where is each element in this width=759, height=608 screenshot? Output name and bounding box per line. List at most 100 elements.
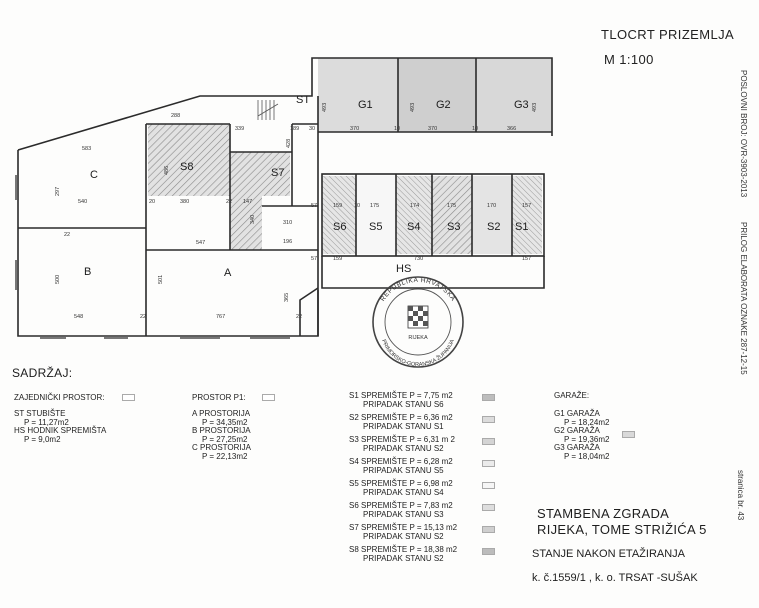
room-g2-label: G2 (436, 99, 451, 111)
stamp-top-text: REPUBLIKA HRVATSKA (379, 277, 456, 303)
legend-p1-line: P = 34,35m2 (202, 417, 248, 427)
drawing-title: TLOCRT PRIZEMLJA (601, 27, 735, 42)
dim-22a: 22 (226, 199, 232, 205)
legend-storage-swatch (482, 438, 495, 445)
dim-147: 147 (243, 199, 252, 205)
building-state: STANJE NAKON ETAŽIRANJA (532, 548, 686, 560)
s8-fill (148, 124, 230, 196)
dim-22b: 22 (64, 232, 70, 238)
room-g1-label: G1 (358, 99, 373, 111)
storage-fills (148, 124, 542, 254)
dim-175a: 175 (370, 203, 379, 209)
building-title: STAMBENA ZGRADA (537, 506, 670, 521)
cadastral-parcel: k. č.1559/1 , k. o. TRSAT -SUŠAK (532, 572, 698, 584)
dim-583: 583 (82, 146, 91, 152)
s4-fill (396, 176, 432, 254)
legend-common-line: ST STUBIŠTE (14, 409, 66, 418)
dim-159a: 159 (333, 203, 342, 209)
room-a-label: A (224, 267, 232, 279)
legend-garage-line: P = 18,24m2 (564, 417, 610, 427)
room-st-label: ST (296, 94, 310, 106)
dim-170: 170 (487, 203, 496, 209)
dim-500: 500 (55, 275, 61, 284)
room-s6-label: S6 (333, 221, 346, 233)
s5-fill (356, 176, 396, 254)
dim-730: 730 (414, 256, 423, 262)
dim-175b: 175 (447, 203, 456, 209)
legend-common-line: HS HODNIK SPREMIŠTA (14, 426, 107, 435)
dim-10c: 10 (354, 203, 360, 209)
dim-493a: 493 (322, 103, 328, 112)
s7-lower-fill (230, 196, 262, 250)
legend-p1-swatch (262, 394, 275, 401)
legend-p1-line: P = 27,25m2 (202, 434, 248, 444)
legend-garages-lines: G1 GARAŽA P = 18,24m2 G2 GARAŽA P = 19,3… (554, 409, 610, 461)
room-s3-label: S3 (447, 221, 460, 233)
legend-p1-label: PROSTOR P1: (192, 393, 246, 402)
garage-g1-fill (318, 58, 398, 132)
legend-p1-line: B PROSTORIJA (192, 426, 251, 435)
official-stamp: REPUBLIKA HRVATSKA PRIMORSKO-GORANSKA ŽU… (372, 276, 464, 369)
dim-196: 196 (283, 239, 292, 245)
legend-garage-line: P = 19,36m2 (564, 434, 610, 444)
legend-p1-line: A PROSTORIJA (192, 409, 251, 418)
legend-p1-line: C PROSTORIJA (192, 443, 251, 452)
legend-storage-swatch (482, 394, 495, 401)
legend-p1-lines: A PROSTORIJA P = 34,35m2 B PROSTORIJA P … (192, 409, 251, 461)
legend-storage-swatch (482, 504, 495, 511)
drawing-scale: M 1:100 (604, 52, 654, 67)
dim-366: 366 (507, 126, 516, 132)
room-s4-label: S4 (407, 221, 420, 233)
room-s7-label: S7 (271, 167, 284, 179)
legend-title: SADRŽAJ: (12, 366, 73, 380)
room-b-label: B (84, 266, 91, 278)
garages-area (318, 58, 552, 132)
dim-493c: 493 (532, 103, 538, 112)
garage-g2-fill (398, 58, 476, 132)
room-c-label: C (90, 169, 98, 181)
room-s1-label: S1 (515, 221, 528, 233)
dim-10a: 10 (394, 126, 400, 132)
dim-189: 189 (290, 126, 299, 132)
walls (17, 57, 553, 337)
legend-common-swatch (122, 394, 135, 401)
s7-fill (230, 152, 290, 196)
dim-501: 501 (158, 275, 164, 284)
dim-22c: 22 (140, 314, 146, 320)
s6-fill (322, 176, 356, 254)
legend-garage-line: P = 18,04m2 (564, 451, 610, 461)
dim-30: 30 (309, 126, 315, 132)
building-address: RIJEKA, TOME STRIŽIĆA 5 (537, 522, 707, 537)
dim-547: 547 (196, 240, 205, 246)
legend-common-line: P = 11,27m2 (24, 417, 69, 427)
legend-storage-swatch (482, 526, 495, 533)
dim-157b: 157 (522, 256, 531, 262)
legend-storage-swatch (482, 482, 495, 489)
dim-767: 767 (216, 314, 225, 320)
svg-text:REPUBLIKA HRVATSKA: REPUBLIKA HRVATSKA (379, 277, 456, 303)
dim-157a: 157 (522, 203, 531, 209)
dim-57b: 57 (311, 256, 317, 262)
room-g3-label: G3 (514, 99, 529, 111)
legend-garage-line: G1 GARAŽA (554, 409, 600, 418)
legend-common-label: ZAJEDNIČKI PROSTOR: (14, 393, 105, 402)
dim-10b: 10 (472, 126, 478, 132)
s1-fill (512, 176, 542, 254)
legend-common-line: P = 9,0m2 (24, 434, 61, 444)
stair-symbol (257, 100, 279, 120)
legend-storage-swatch (482, 548, 495, 555)
dim-370b: 370 (428, 126, 437, 132)
stamp-bottom-text: PRIMORSKO-GORANSKA ŽUPANIJA (380, 339, 456, 369)
dim-288: 288 (171, 113, 180, 119)
dim-20: 20 (149, 199, 155, 205)
dim-365: 365 (284, 293, 290, 302)
dim-310: 310 (283, 220, 292, 226)
room-s2-label: S2 (487, 221, 500, 233)
